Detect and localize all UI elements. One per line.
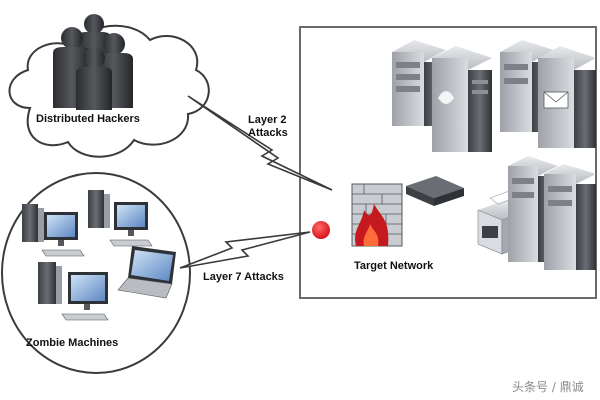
network-switch-icon — [406, 176, 464, 206]
layer2-attacks-label: Layer 2 Attacks — [248, 114, 288, 140]
zombie-laptop-icon — [117, 246, 176, 299]
layer2-attack-bolt — [187, 95, 333, 191]
layer7-attacks-label: Layer 7 Attacks — [203, 271, 284, 283]
layer2-label-line2: Attacks — [248, 127, 288, 139]
server-rack-icon — [544, 164, 596, 270]
target-network-label: Target Network — [354, 260, 434, 272]
layer7-attack-bolt — [179, 231, 311, 269]
layer2-label-line1: Layer 2 — [248, 114, 287, 126]
hackers-label: Distributed Hackers — [36, 113, 140, 125]
hacker-group-icon — [53, 14, 133, 110]
zombie-pc-icon — [38, 262, 109, 321]
zombie-pc-icon — [22, 204, 85, 257]
watermark: 头条号 / 鼎诚 — [512, 380, 584, 394]
firewall-icon — [351, 183, 403, 247]
attack-entry-point — [312, 221, 330, 239]
zombie-machines-label: Zombie Machines — [26, 337, 119, 349]
server-rack-icon — [508, 156, 558, 262]
mail-server-icon — [538, 46, 596, 148]
server-rack-icon — [432, 46, 492, 152]
zombie-pc-icon — [88, 190, 153, 247]
